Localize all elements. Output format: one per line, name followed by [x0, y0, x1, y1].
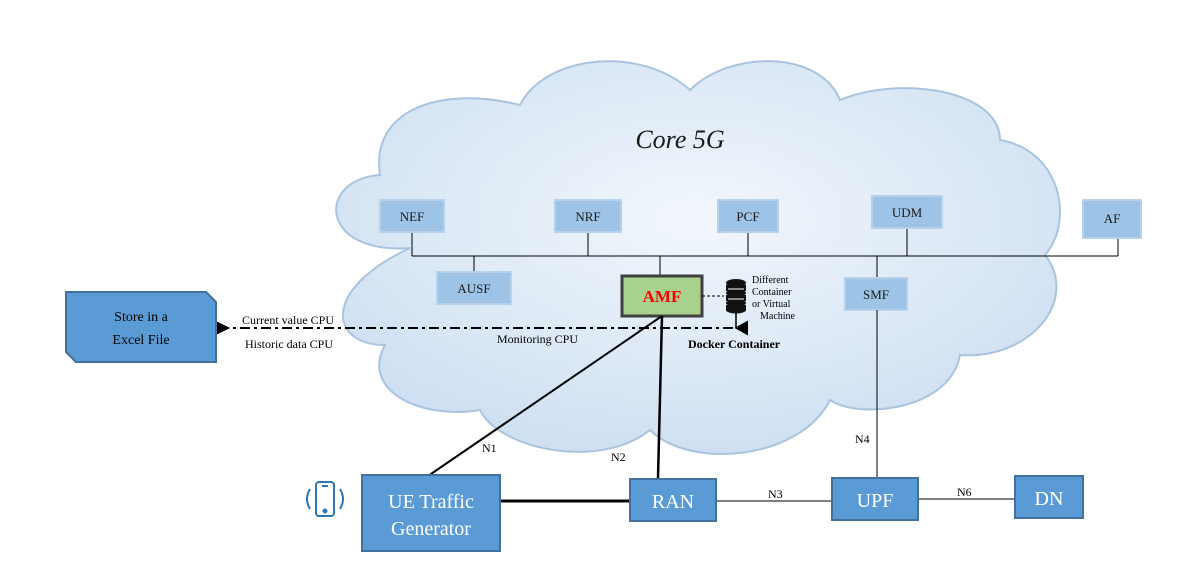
upf-label: UPF: [857, 490, 894, 512]
af-box[interactable]: AF: [1082, 199, 1142, 239]
nef-box[interactable]: NEF: [379, 199, 445, 233]
container-line3: or Virtual: [752, 299, 791, 310]
n6-label: N6: [957, 485, 972, 499]
store-excel-box[interactable]: Store in a Excel File: [65, 291, 217, 363]
smf-box[interactable]: SMF: [844, 277, 908, 311]
af-label: AF: [1104, 211, 1121, 226]
ausf-box[interactable]: AUSF: [436, 271, 512, 305]
connections: [427, 310, 1015, 503]
cloud-title: Core 5G: [635, 125, 725, 154]
core-5g-cloud: [335, 60, 1061, 455]
smartphone-icon: [306, 481, 344, 517]
docker-container-label: Docker Container: [688, 337, 781, 351]
service-bus: [411, 228, 1119, 278]
store-line1: Store in a: [114, 310, 168, 325]
amf-label: AMF: [643, 287, 682, 306]
smf-label: SMF: [863, 287, 889, 302]
ue-line2: Generator: [391, 518, 471, 540]
ue-line1: UE Traffic: [388, 491, 474, 513]
container-line2: Container: [752, 287, 792, 298]
udm-label: UDM: [892, 205, 923, 220]
ran-box[interactable]: RAN: [629, 478, 717, 522]
container-line4: Machine: [760, 311, 796, 322]
dn-label: DN: [1035, 488, 1064, 510]
ue-traffic-generator-box[interactable]: UE Traffic Generator: [361, 474, 501, 552]
pcf-box[interactable]: PCF: [717, 199, 779, 233]
n4-label: N4: [855, 432, 870, 446]
nrf-label: NRF: [575, 209, 600, 224]
pcf-label: PCF: [736, 209, 759, 224]
store-line2: Excel File: [112, 333, 169, 348]
current-cpu-label: Current value CPU: [242, 313, 334, 327]
ausf-label: AUSF: [457, 281, 490, 296]
n2-label: N2: [611, 450, 626, 464]
monitoring-cpu-label: Monitoring CPU: [497, 332, 578, 346]
upf-box[interactable]: UPF: [831, 477, 919, 521]
nrf-box[interactable]: NRF: [554, 199, 622, 233]
nef-label: NEF: [400, 209, 425, 224]
database-icon: [726, 279, 746, 314]
container-line1: Different: [752, 275, 789, 286]
ran-label: RAN: [652, 491, 694, 513]
dn-box[interactable]: DN: [1014, 475, 1084, 519]
amf-box[interactable]: AMF: [620, 274, 704, 318]
historic-cpu-label: Historic data CPU: [245, 337, 333, 351]
udm-box[interactable]: UDM: [871, 195, 943, 229]
n1-label: N1: [482, 441, 497, 455]
n3-label: N3: [768, 487, 783, 501]
